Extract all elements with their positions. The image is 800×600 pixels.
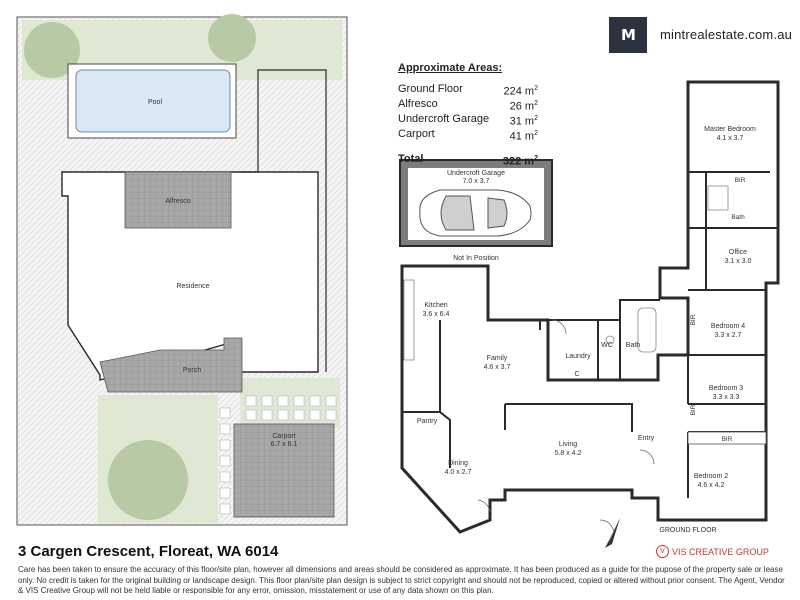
room-name: Bedroom 4 [711, 323, 745, 330]
not-in-position-label: Not In Position [453, 255, 499, 262]
area-total-name: Total [398, 152, 424, 165]
room-name: Dining [448, 460, 468, 467]
area-row: Undercroft Garage 31 m2 [398, 113, 538, 128]
area-total-row: Total 322 m2 [398, 153, 538, 168]
wc-label: WC [601, 342, 613, 349]
area-name: Alfresco [398, 98, 438, 111]
car-icon [419, 189, 532, 237]
porch-label: Porch [183, 367, 201, 374]
laundry-label: Laundry [565, 353, 591, 360]
front-lawn-right [240, 378, 340, 428]
paver-path [219, 395, 337, 515]
room-dims: 3.3 x 3.3 [713, 394, 740, 401]
room-name: Bedroom 3 [709, 385, 743, 392]
area-name: Ground Floor [398, 83, 463, 95]
outer-walls [400, 80, 780, 534]
brand-logo: M [609, 17, 647, 53]
website-text: mintrealestate.com.au [660, 27, 793, 42]
carport-label: Carport [272, 433, 295, 440]
room-name: Office [729, 249, 747, 256]
pantry-label: Pantry [417, 418, 438, 425]
area-value: 26 m2 [509, 100, 538, 113]
room-dims: 4.1 x 3.7 [717, 135, 744, 142]
entry-label: Entry [638, 435, 655, 442]
cupboard-label: C [574, 371, 579, 378]
disclaimer-text: Care has been taken to ensure the accura… [18, 565, 785, 595]
shower-icon [707, 185, 729, 211]
bir-wardrobe [687, 431, 767, 445]
area-row: Alfresco 26 m2 [398, 98, 538, 113]
tree-icon [208, 14, 256, 62]
areas-heading: Approximate Areas: [398, 62, 503, 74]
room-dims: 4.0 x 2.7 [445, 469, 472, 476]
area-name: Undercroft Garage [398, 113, 490, 126]
area-value: 41 m2 [509, 130, 538, 144]
credit-badge: V [656, 545, 669, 558]
pool-label: Pool [148, 99, 162, 106]
alfresco-deck [124, 171, 232, 229]
carport-dims: 6.7 x 6.1 [271, 441, 298, 448]
room-name: Bedroom 2 [694, 473, 728, 480]
toilet-icon [605, 335, 615, 345]
bir-label: BIR [722, 436, 733, 443]
area-row: Ground Floor 224 m2 [398, 83, 538, 98]
bir-label: BIR [690, 404, 697, 415]
property-address: 3 Cargen Crescent, Floreat, WA 6014 [18, 543, 279, 560]
floor-plan [399, 80, 780, 535]
room-dims: 3.3 x 2.7 [715, 332, 742, 339]
tree-icon [24, 22, 80, 78]
site-plan: Pool Alfresco Residence Porch Carport 6.… [16, 14, 348, 526]
room-name: Undercroft Garage [447, 170, 505, 177]
areas-table: Approximate Areas: Ground Floor 224 m2 Al… [398, 62, 538, 168]
room-dims: 4.6 x 3.7 [484, 364, 511, 371]
area-value: 31 m2 [509, 115, 538, 128]
credit-text: VIS CREATIVE GROUP [672, 546, 769, 557]
residence-label: Residence [176, 283, 209, 290]
room-name: Family [487, 355, 508, 362]
bir-label: BIR [735, 177, 746, 184]
alfresco-label: Alfresco [165, 198, 190, 205]
room-dims: 4.6 x 4.2 [698, 482, 725, 489]
tree-icon [108, 440, 188, 520]
room-dims: 7.0 x 3.7 [463, 178, 490, 185]
kitchen-bench [403, 279, 415, 361]
bir-label: BIR [690, 314, 697, 325]
brand-logo-text: M [621, 26, 636, 44]
room-dims: 3.6 x 6.4 [423, 311, 450, 318]
room-name: Master Bedroom [704, 126, 756, 133]
area-value: 224 m2 [503, 85, 538, 98]
area-name: Carport [398, 128, 435, 141]
porch-deck [99, 337, 243, 393]
pool-water [75, 69, 231, 133]
carport-slab [233, 423, 335, 518]
room-name: Living [559, 441, 577, 448]
north-arrow-icon [605, 518, 620, 548]
residence-wing [240, 69, 327, 372]
room-name: Kitchen [424, 302, 447, 309]
room-labels: Master Bedroom 4.1 x 3.7 BIR Bath Underc… [417, 126, 756, 534]
room-dims: 3.1 x 3.0 [725, 258, 752, 265]
bath-label: Bath [626, 342, 641, 349]
room-dims: 5.8 x 4.2 [555, 450, 582, 457]
area-total-value: 322 m2 [502, 154, 538, 168]
bathtub-icon [637, 307, 657, 353]
area-row: Carport 41 m2 [398, 128, 538, 143]
ground-floor-label: GROUND FLOOR [659, 527, 716, 534]
bath-label: Bath [731, 214, 745, 221]
